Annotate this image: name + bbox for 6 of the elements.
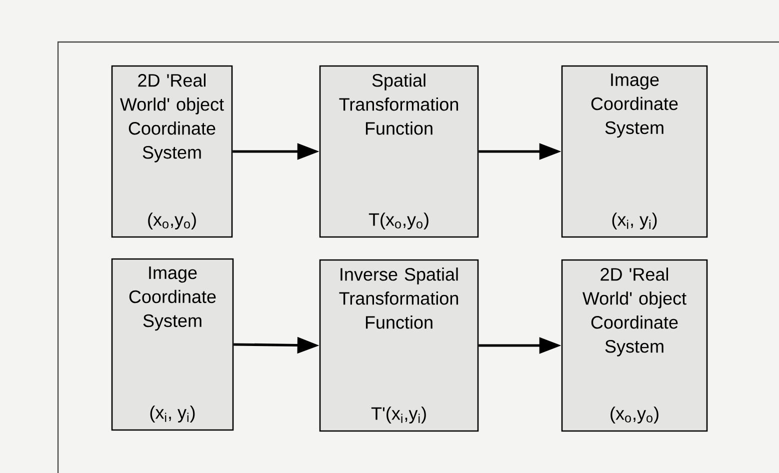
process-box: Image Coordinate System (x$_{i}$, y$_{i}$) xyxy=(111,258,234,431)
process-box: Inverse Spatial Transformation Function T'(x$_{i}$,y$_{i}$) xyxy=(319,259,479,432)
process-box: Spatial Transformation Function T(x$_{o}$,y$_{o}$) xyxy=(319,65,479,238)
process-box: 2D 'Real World' object Coordinate System (x$_{o}$,y$_{o}$) xyxy=(561,259,708,432)
process-box: Image Coordinate System (x$_{i}$, y$_{i}$) xyxy=(561,65,708,238)
process-box: 2D 'Real World' object Coordinate System (x$_{o}$,y$_{o}$) xyxy=(111,65,233,238)
